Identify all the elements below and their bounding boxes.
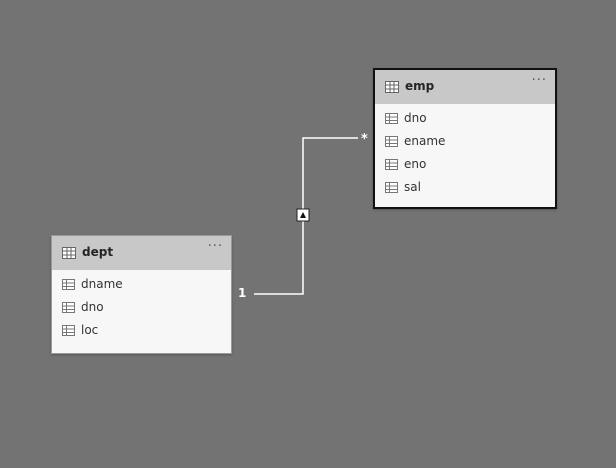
field-icon — [385, 113, 398, 124]
field-name: eno — [404, 157, 427, 171]
field-list: dname dno loc — [52, 270, 231, 343]
table-card-dept[interactable]: dept ··· dname dno — [51, 235, 232, 354]
table-title: dept — [82, 245, 114, 259]
field-list: dno ename eno — [375, 104, 555, 200]
arrow-up-icon — [296, 208, 310, 222]
table-icon — [62, 247, 76, 259]
field-icon — [385, 182, 398, 193]
table-header[interactable]: dept ··· — [52, 236, 231, 270]
more-options-icon[interactable]: ··· — [207, 239, 223, 254]
field-name: dno — [404, 111, 427, 125]
field-name: dno — [81, 300, 104, 314]
field-row[interactable]: sal — [375, 177, 555, 200]
field-row[interactable]: dno — [52, 297, 231, 320]
field-icon — [62, 325, 75, 336]
field-row[interactable]: loc — [52, 320, 231, 343]
more-options-icon[interactable]: ··· — [531, 73, 547, 88]
field-row[interactable]: eno — [375, 154, 555, 177]
field-row[interactable]: dname — [52, 274, 231, 297]
table-title: emp — [405, 79, 435, 93]
cardinality-one-label: 1 — [238, 286, 247, 300]
field-name: sal — [404, 180, 421, 194]
field-name: loc — [81, 323, 99, 337]
field-icon — [385, 136, 398, 147]
field-name: ename — [404, 134, 446, 148]
field-name: dname — [81, 277, 123, 291]
field-row[interactable]: dno — [375, 108, 555, 131]
field-icon — [62, 302, 75, 313]
field-icon — [62, 279, 75, 290]
field-icon — [385, 159, 398, 170]
table-icon — [385, 81, 399, 93]
cardinality-many-label: * — [361, 132, 368, 147]
table-header[interactable]: emp ··· — [375, 70, 555, 104]
field-row[interactable]: ename — [375, 131, 555, 154]
table-card-emp[interactable]: emp ··· dno ename — [373, 68, 557, 209]
